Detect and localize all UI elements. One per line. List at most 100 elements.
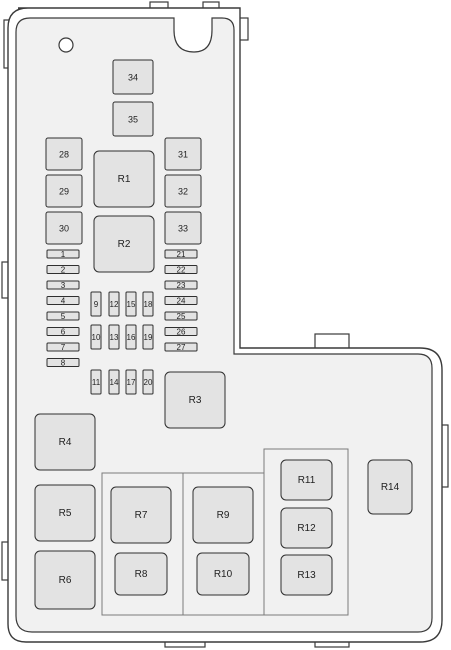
fuse-label: 14 <box>110 378 119 387</box>
relay-r1: R1 <box>93 150 155 208</box>
fuse-26: 26 <box>164 327 198 337</box>
fuse-label: 16 <box>127 333 136 342</box>
fuse-label: 2 <box>61 266 66 275</box>
fuse-label: 27 <box>177 343 186 352</box>
relay-box <box>114 552 168 596</box>
fuse-15: 15 <box>125 291 137 317</box>
fuse-label: 6 <box>61 328 66 337</box>
fuse-label: 32 <box>178 187 188 197</box>
fuse-label: 26 <box>177 328 186 337</box>
fuse-box <box>90 369 102 395</box>
relay-r6: R6 <box>34 550 96 610</box>
fuse-4: 4 <box>46 296 80 306</box>
relay-box <box>34 484 96 542</box>
fuse-25: 25 <box>164 311 198 321</box>
fuse-box <box>125 291 137 317</box>
fuse-box <box>164 174 202 208</box>
fuse-box <box>45 137 83 171</box>
fuse-20: 20 <box>142 369 154 395</box>
fuse-label: 29 <box>59 187 69 197</box>
fuse-label: 7 <box>61 343 66 352</box>
fuse-label: 13 <box>110 333 119 342</box>
relay-label: R7 <box>135 510 148 521</box>
relay-label: R10 <box>214 569 233 580</box>
relay-r14: R14 <box>367 459 413 515</box>
fuse-label: 9 <box>94 300 99 309</box>
fuse-box <box>46 249 80 259</box>
relay-label: R8 <box>135 569 148 580</box>
relay-box <box>110 486 172 544</box>
relay-box <box>34 413 96 471</box>
fuse-2: 2 <box>46 265 80 275</box>
relay-label: R14 <box>381 482 400 493</box>
fuse-box <box>164 265 198 274</box>
fuse-label: 25 <box>177 312 186 321</box>
fuse-label: 20 <box>144 378 153 387</box>
fuse-label: 19 <box>144 333 153 342</box>
fuse-14: 14 <box>108 369 120 395</box>
fuse-box <box>46 327 80 336</box>
fuse-box <box>46 358 80 367</box>
relay-label: R5 <box>59 508 72 519</box>
fuse-box <box>46 296 80 305</box>
fuse-box <box>46 265 80 274</box>
relay-r2: R2 <box>93 215 155 273</box>
fuse-box <box>142 369 154 395</box>
fuse-31: 31 <box>164 137 202 171</box>
relay-box <box>280 554 333 596</box>
fuse-label: 34 <box>128 73 138 83</box>
relay-r11: R11 <box>280 459 333 501</box>
fuse-box <box>45 211 83 245</box>
fuse-box <box>164 311 198 321</box>
fuse-35: 35 <box>112 101 154 137</box>
mounting-hole <box>58 37 74 53</box>
relay-label: R2 <box>118 239 131 250</box>
fuse-box <box>108 324 120 350</box>
relay-label: R12 <box>297 523 316 534</box>
fuse-label: 33 <box>178 224 188 234</box>
fuse-label: 11 <box>92 378 101 387</box>
fuse-box <box>112 101 154 137</box>
fuse-28: 28 <box>45 137 83 171</box>
fuse-label: 22 <box>177 266 186 275</box>
relay-label: R9 <box>217 510 230 521</box>
relay-label: R3 <box>189 395 202 406</box>
relay-label: R4 <box>59 437 72 448</box>
relay-box <box>367 459 413 515</box>
fuse-22: 22 <box>164 265 198 275</box>
fuse-box <box>46 280 80 290</box>
relay-label: R1 <box>118 174 131 185</box>
relay-label: R11 <box>298 475 316 486</box>
relay-r4: R4 <box>34 413 96 471</box>
fuse-box <box>90 291 102 317</box>
relay-r5: R5 <box>34 484 96 542</box>
fuse-box <box>108 291 120 317</box>
fuse-label: 5 <box>61 312 66 321</box>
fuse-17: 17 <box>125 369 137 395</box>
fuse-box <box>46 342 80 352</box>
fuse-box <box>164 342 198 352</box>
fuse-box <box>112 59 154 95</box>
fuse-box <box>164 249 198 259</box>
relay-r7: R7 <box>110 486 172 544</box>
fuse-box <box>45 174 83 208</box>
fuse-9: 9 <box>90 291 102 317</box>
relay-r8: R8 <box>114 552 168 596</box>
fuse-16: 16 <box>125 324 137 350</box>
relay-box <box>93 215 155 273</box>
fuse-27: 27 <box>164 342 198 352</box>
fuse-box <box>125 369 137 395</box>
fuse-label: 15 <box>127 300 136 309</box>
fuse-box <box>90 324 102 350</box>
relay-box <box>164 371 226 429</box>
fuse-23: 23 <box>164 280 198 290</box>
fuse-label: 17 <box>127 378 136 387</box>
fuse-24: 24 <box>164 296 198 306</box>
fuse-label: 28 <box>59 150 69 160</box>
fuse-box <box>125 324 137 350</box>
relay-box <box>280 507 333 549</box>
relay-r12: R12 <box>280 507 333 549</box>
fuse-6: 6 <box>46 327 80 337</box>
fuse-label: 10 <box>92 333 101 342</box>
